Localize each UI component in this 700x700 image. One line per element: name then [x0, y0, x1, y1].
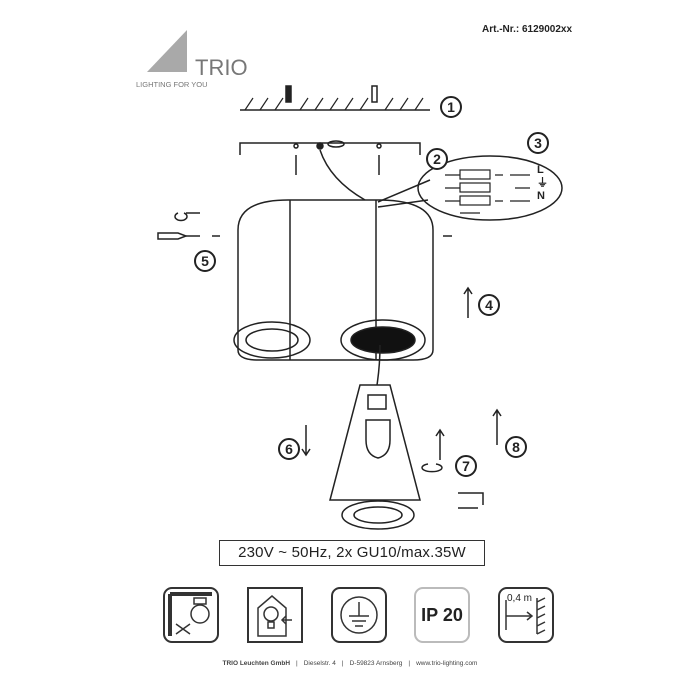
electrical-spec: 230V ~ 50Hz, 2x GU10/max.35W: [219, 540, 485, 566]
ip-rating-badge: IP 20: [414, 587, 470, 643]
trio-logo-triangle: [147, 30, 187, 72]
company-name: TRIO Leuchten GmbH: [222, 660, 291, 667]
logo-tagline: LIGHTING FOR YOU: [136, 80, 208, 89]
distance-label: 0,4 m: [507, 593, 533, 604]
step-1-marker: 1: [440, 96, 462, 118]
min-distance-icon: 0,4 m: [498, 587, 554, 643]
indoor-use-icon: [247, 587, 303, 643]
step-4-marker: 4: [478, 294, 500, 316]
city: D-59823 Arnsberg: [349, 660, 403, 667]
step-3-marker: 3: [527, 132, 549, 154]
wire-label-earth: ⏚: [537, 177, 548, 189]
not-for-insulated-ceiling-icon: [163, 587, 219, 643]
step-2-marker: 2: [426, 148, 448, 170]
separator: |: [341, 660, 344, 667]
step-5-marker: 5: [194, 250, 216, 272]
wiring-labels: L ⏚ N: [537, 164, 548, 203]
street: Dieselstr. 4: [303, 660, 336, 667]
protective-earth-icon: [331, 587, 387, 643]
website-link[interactable]: www.trio-lighting.com: [416, 660, 478, 667]
step-7-marker: 7: [455, 455, 477, 477]
step-6-marker: 6: [278, 438, 300, 460]
separator: |: [408, 660, 411, 667]
separator: |: [296, 660, 298, 667]
footer-address: TRIO Leuchten GmbH | Dieselstr. 4 | D-59823 …: [0, 660, 700, 667]
article-number: Art.-Nr.: 6129002xx: [482, 24, 573, 35]
wire-label-neutral: N: [537, 190, 545, 202]
logo-brand: TRIO: [195, 55, 248, 80]
step-8-marker: 8: [505, 436, 527, 458]
wire-label-live: L: [537, 164, 544, 176]
